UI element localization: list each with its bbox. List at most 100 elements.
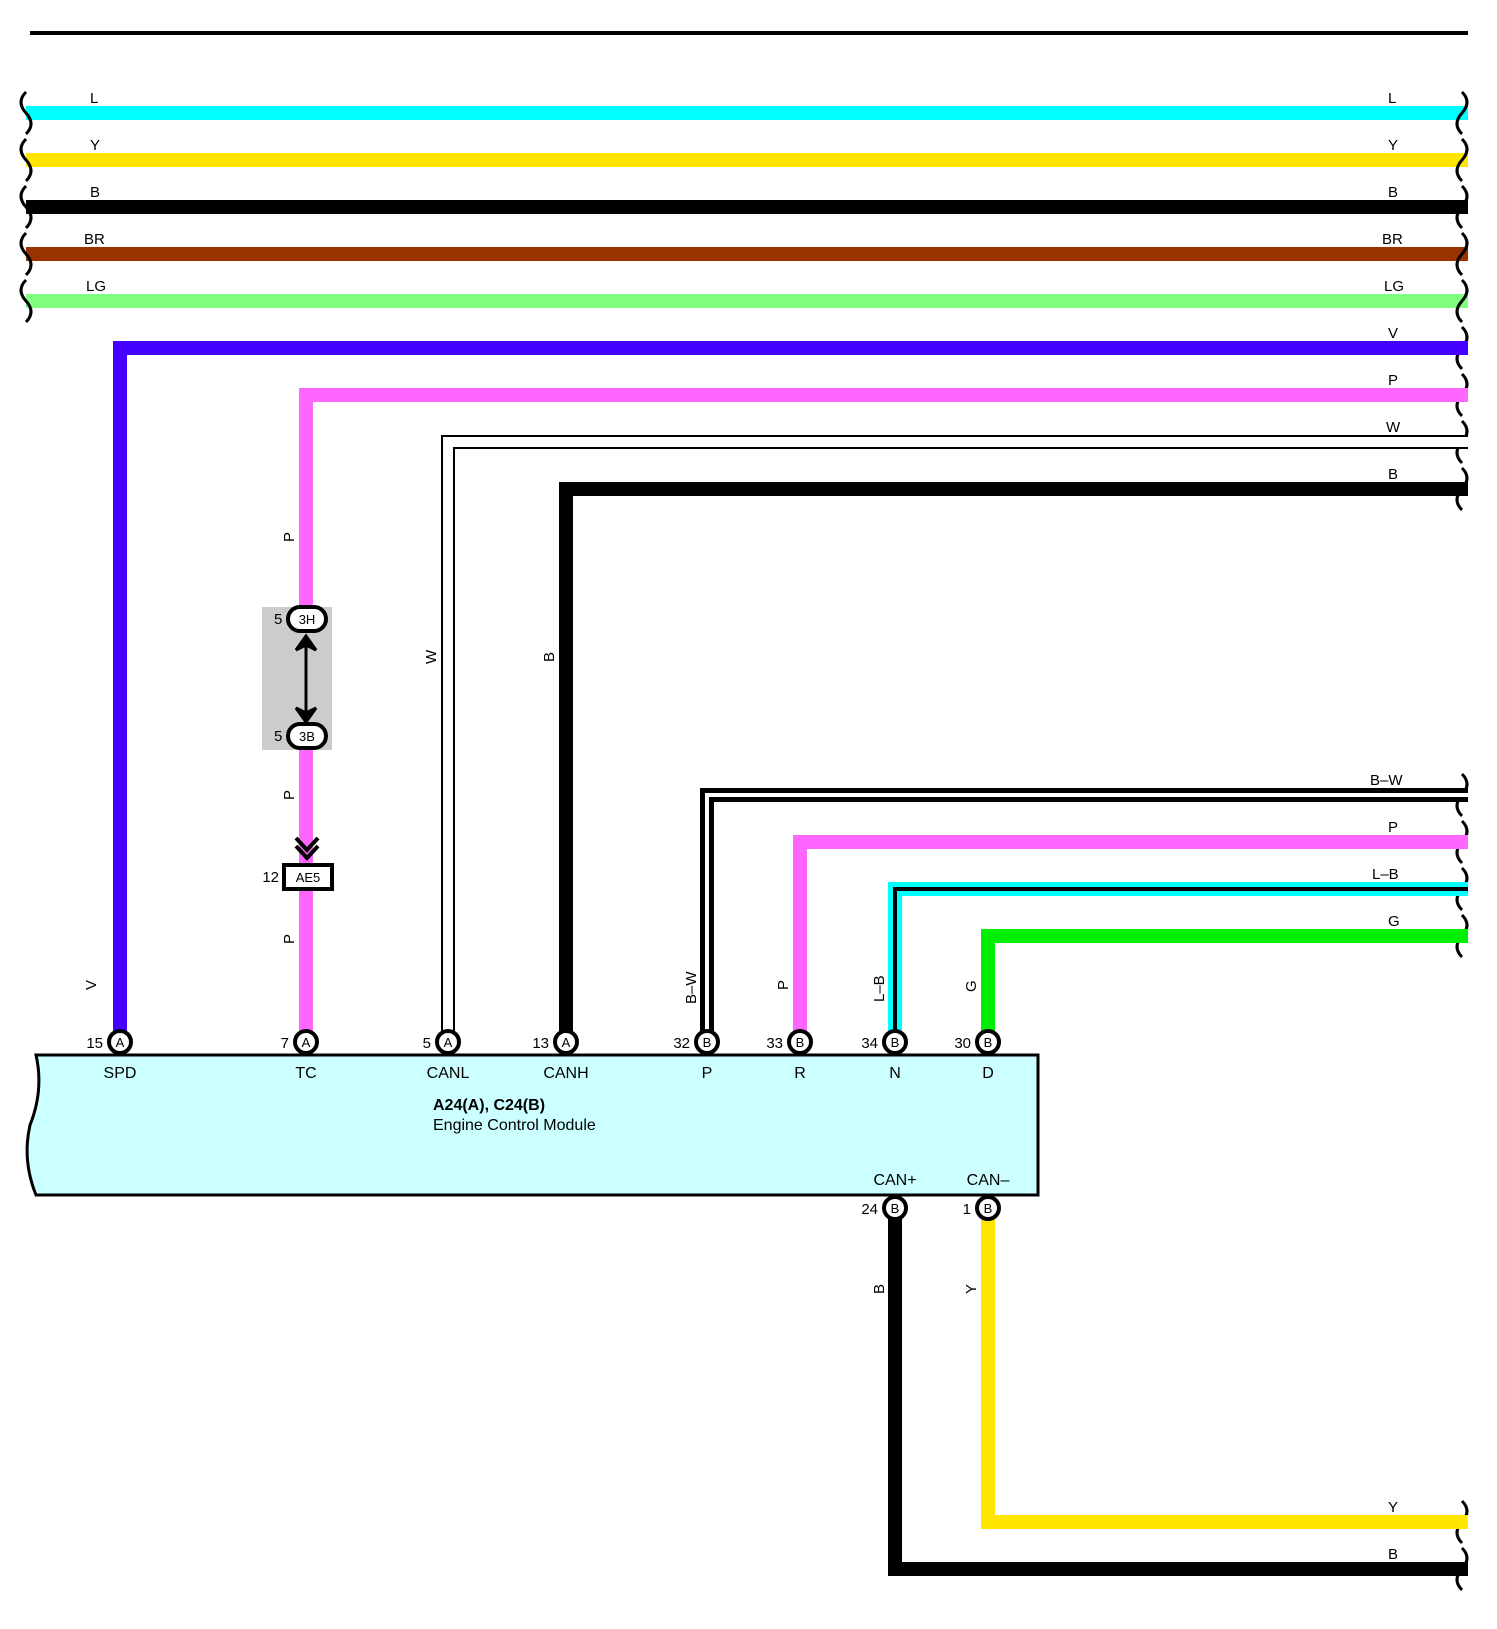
ecm-pin-canm-name: CAN– <box>967 1172 1010 1189</box>
ecm-pin-d: B 30 D <box>954 1029 1001 1082</box>
label-wire-b2-right: B <box>1388 1546 1398 1563</box>
wire-canm-y <box>981 1200 1468 1529</box>
ecm-pin-canp-num: 24 <box>861 1201 878 1218</box>
label-through-l-left: L <box>90 90 98 107</box>
ecm-title: A24(A), C24(B) <box>433 1097 545 1114</box>
ecm-pin-r-name: R <box>794 1065 806 1082</box>
connector-ae5-id: AE5 <box>296 870 321 885</box>
label-wire-lb-right: L–B <box>1372 866 1399 883</box>
wire-d-g <box>981 929 1468 1032</box>
ecm-pin-spd-num: 15 <box>86 1035 103 1052</box>
wire-n-lb <box>888 882 1468 1032</box>
ecm-pin-tc-name: TC <box>295 1065 316 1082</box>
ecm-pin-r-conn: B <box>796 1035 805 1050</box>
ecm-pin-canl-terminal <box>435 1029 461 1055</box>
break-mark-left-4 <box>19 231 33 277</box>
ecm-pins-bottom: CAN+ B 24 CAN– B 1 <box>861 1172 1010 1221</box>
wire-spd-v <box>113 341 1468 1032</box>
connector-ae5-group: AE5 12 <box>262 836 334 891</box>
break-mark-left-5 <box>19 278 33 324</box>
break-mark-left-1 <box>19 90 33 136</box>
ecm-pin-r-num: 33 <box>766 1035 783 1052</box>
wire-canp-b <box>888 1200 1468 1576</box>
connector-3h <box>286 605 328 633</box>
ecm-pin-n-conn: B <box>891 1035 900 1050</box>
label-through-y-left: Y <box>90 137 100 154</box>
ecm-pin-canp-conn: B <box>891 1201 900 1216</box>
ecm-pin-n-terminal <box>882 1029 908 1055</box>
break-mark-right-1 <box>1455 90 1469 136</box>
label-wire-p-vertical-1: P <box>281 532 298 542</box>
ae5-chevron-1 <box>294 836 320 853</box>
ecm-box <box>25 1053 1040 1197</box>
left-break-marks <box>19 90 33 324</box>
label-wire-pr-right: P <box>1388 819 1398 836</box>
label-wire-v-vertical: V <box>83 980 100 990</box>
ecm-pin-canh-conn: A <box>562 1035 571 1050</box>
ecm-pin-canp-terminal <box>882 1195 908 1221</box>
label-wire-lb-vertical: L–B <box>871 975 888 1002</box>
label-wire-y2-right: Y <box>1388 1499 1398 1516</box>
ecm-pin-spd-conn: A <box>116 1035 125 1050</box>
ecm-pin-spd-name: SPD <box>104 1065 137 1082</box>
label-wire-p-vertical-2: P <box>281 790 298 800</box>
ecm-pin-tc-conn: A <box>302 1035 311 1050</box>
label-through-lg-left: LG <box>86 278 106 295</box>
wire-p-bw-stripe <box>705 793 1468 1032</box>
ae5-chevron-2 <box>294 844 320 861</box>
label-through-l-right: L <box>1388 90 1396 107</box>
ecm-pins-top: A 15 SPD A 7 TC A 5 CANL A 13 CANH B 32 … <box>86 1029 1001 1082</box>
connector-ae5 <box>282 863 334 891</box>
connector-3b <box>286 722 328 750</box>
wire-tc-p <box>299 388 1468 1032</box>
ecm-pin-canl: A 5 CANL <box>423 1029 470 1082</box>
ecm-pin-canp-name: CAN+ <box>873 1172 916 1189</box>
label-through-lg-right: LG <box>1384 278 1404 295</box>
junction-arrow-up <box>294 633 318 652</box>
break-mark-left-2 <box>19 137 33 183</box>
ecm-pin-r-terminal <box>787 1029 813 1055</box>
ecm-pin-canm-terminal <box>975 1195 1001 1221</box>
label-wire-w-right: W <box>1386 419 1401 436</box>
ecm-pin-n: B 34 N <box>861 1029 908 1082</box>
break-mark-right-5 <box>1455 278 1469 324</box>
ecm-pin-p-terminal <box>694 1029 720 1055</box>
connector-3h-id: 3H <box>299 612 316 627</box>
wire-canh-b <box>559 482 1468 1032</box>
label-through-br-right: BR <box>1382 231 1403 248</box>
through-wires: L Y B BR LG L Y B BR LG <box>26 90 1468 308</box>
wire-n-lb-stripe <box>893 887 1468 1032</box>
wire-canl-w-outline <box>441 435 1468 1032</box>
ecm-pin-p-num: 32 <box>673 1035 690 1052</box>
label-wire-g-right: G <box>1388 913 1400 930</box>
ecm-pin-n-num: 34 <box>861 1035 878 1052</box>
ecm-pin-spd: A 15 SPD <box>86 1029 137 1082</box>
ecm-subtitle: Engine Control Module <box>433 1117 596 1134</box>
ecm-pin-tc: A 7 TC <box>281 1029 319 1082</box>
label-wire-w-vertical: W <box>423 649 440 664</box>
junction-arrow-down <box>294 706 318 725</box>
connector-3h-pin: 5 <box>274 611 282 628</box>
ecm-pin-tc-num: 7 <box>281 1035 289 1052</box>
label-wire-b-right: B <box>1388 466 1398 483</box>
label-wire-v-right: V <box>1388 325 1398 342</box>
ecm-pin-canh-terminal <box>553 1029 579 1055</box>
junction-connector: 3H 5 3B 5 <box>262 605 332 750</box>
connector-3b-id: 3B <box>299 729 315 744</box>
ecm-pin-d-num: 30 <box>954 1035 971 1052</box>
label-wire-b-vertical: B <box>541 652 558 662</box>
break-mark-right-3 <box>1455 184 1469 230</box>
ecm-pin-tc-terminal <box>293 1029 319 1055</box>
ecm-pin-p-conn: B <box>703 1035 712 1050</box>
ecm-pin-n-name: N <box>889 1065 901 1082</box>
break-mark-right-2 <box>1455 137 1469 183</box>
connector-3b-pin: 5 <box>274 728 282 745</box>
ecm-pin-canl-num: 5 <box>423 1035 431 1052</box>
ecm-pin-canp: CAN+ B 24 <box>861 1172 917 1221</box>
label-wire-y2-vertical: Y <box>963 1284 980 1294</box>
ecm-pin-d-name: D <box>982 1065 994 1082</box>
ecm-pin-canl-name: CANL <box>427 1065 470 1082</box>
label-wire-bw-vertical: B–W <box>683 971 700 1004</box>
ecm-pin-d-terminal <box>975 1029 1001 1055</box>
